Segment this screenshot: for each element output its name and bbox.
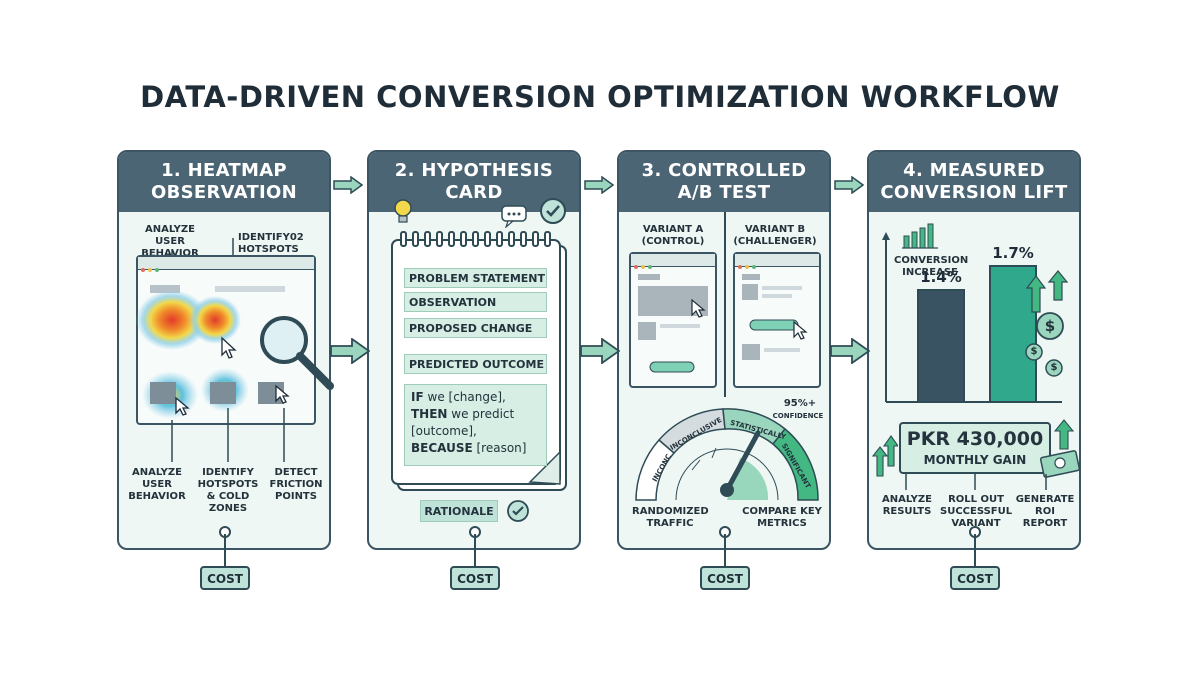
because-keyword: BECAUSE	[411, 441, 473, 455]
hypothesis-item-proposed-change: PROPOSED CHANGE	[404, 318, 547, 338]
identify-hotspots-top-label: IDENTIFY02 HOTSPOTS	[238, 232, 304, 255]
arrow-right-icon	[584, 176, 614, 194]
tag-string	[224, 534, 226, 566]
identify-hotspots-bottom-label: IDENTIFY HOTSPOTS & COLD ZONES	[197, 467, 259, 514]
monthly-gain-box: PKR 430,000 MONTHLY GAIN	[899, 422, 1051, 474]
arrow-right-icon	[330, 338, 370, 364]
randomized-traffic-label: RANDOMIZED TRAFFIC	[632, 506, 709, 529]
mini-bar-chart-icon	[902, 223, 938, 249]
rationale-check-icon	[507, 500, 529, 522]
cost-tag: COST	[700, 566, 750, 590]
if-keyword: IF	[411, 390, 424, 404]
then-keyword: THEN	[411, 407, 448, 421]
if-text: we [change],	[427, 390, 506, 404]
conversion-bar-2	[989, 265, 1037, 403]
analyze-results-label: ANALYZE RESULTS	[882, 494, 932, 517]
cost-tag: COST	[450, 566, 500, 590]
tag-string	[974, 534, 976, 566]
rationale-badge: RATIONALE	[420, 500, 498, 522]
then-text: we predict	[451, 407, 515, 421]
monthly-gain-label: MONTHLY GAIN	[923, 453, 1027, 467]
arrow-right-icon	[333, 176, 363, 194]
variant-a-label: VARIANT A (CONTROL)	[641, 224, 705, 247]
compare-key-metrics-label: COMPARE KEY METRICS	[742, 506, 822, 529]
lightbulb-icon	[394, 199, 412, 223]
confidence-value: 95%+	[783, 398, 817, 409]
gain-arrows-left-icon	[872, 435, 898, 477]
hypothesis-item-predicted-outcome: PREDICTED OUTCOME	[404, 354, 547, 374]
panel-title-line2: CARD	[445, 182, 503, 203]
ab-divider	[724, 212, 726, 397]
panel-title-line1: 4. MEASURED	[903, 160, 1045, 181]
rationale-label: RATIONALE	[424, 505, 494, 518]
panel-header: 3. CONTROLLED A/B TEST	[619, 152, 829, 212]
arrow-right-icon	[580, 338, 620, 364]
outcome-line: [outcome],	[411, 424, 477, 438]
conversion-increase-label: CONVERSION INCREASE	[894, 255, 969, 278]
panel-title-line1: 3. CONTROLLED	[641, 160, 807, 181]
panel-title-line2: OBSERVATION	[150, 182, 298, 203]
hypothesis-item-observation: OBSERVATION	[404, 292, 547, 312]
browser-toolbar	[138, 257, 314, 272]
because-text: [reason]	[476, 441, 527, 455]
hypothesis-item-problem-statement: PROBLEM STATEMENT	[404, 268, 547, 288]
panel-title-line2: A/B TEST	[677, 182, 771, 203]
coin-symbol-small-right: $	[1050, 362, 1058, 373]
speech-bubble-icon	[501, 205, 527, 228]
monthly-gain-amount: PKR 430,000	[906, 428, 1044, 450]
browser-toolbar	[735, 254, 819, 269]
tag-string	[724, 534, 726, 566]
page-title: DATA-DRIVEN CONVERSION OPTIMIZATION WORK…	[140, 80, 1060, 114]
hypothesis-statement-box: IF we [change], THEN we predict [outcome…	[404, 384, 547, 466]
conversion-bar-1	[917, 289, 965, 403]
cost-tag: COST	[200, 566, 250, 590]
conversion-bar-label-1: 1.4%	[920, 268, 962, 286]
roll-out-variant-label: ROLL OUT SUCCESSFUL VARIANT	[940, 494, 1013, 529]
coin-stack-icon	[1025, 312, 1064, 377]
variant-b-label: VARIANT B (CHALLENGER)	[733, 224, 817, 247]
panel-title-line1: 1. HEATMAP	[161, 160, 287, 181]
panel-title-line1: 2. HYPOTHESIS	[394, 160, 554, 181]
panel-header: 1. HEATMAP OBSERVATION	[119, 152, 329, 212]
arrow-right-icon	[834, 176, 864, 194]
growth-arrows-icon	[1026, 270, 1069, 313]
confidence-label: CONFIDENCE	[772, 412, 824, 420]
tag-string	[474, 534, 476, 566]
then-line: THEN we predict	[411, 406, 540, 423]
coin-symbol-large: $	[1044, 317, 1056, 335]
browser-toolbar	[631, 254, 715, 269]
cost-tag: COST	[950, 566, 1000, 590]
analyze-user-behavior-top-label: ANALYZE USER BEHAVIOR	[141, 224, 199, 259]
panel-header: 4. MEASURED CONVERSION LIFT	[869, 152, 1079, 212]
gain-arrow-right-icon	[1054, 419, 1074, 450]
arrow-right-icon	[830, 338, 870, 364]
check-circle-icon	[540, 198, 566, 224]
if-line: IF we [change],	[411, 389, 540, 406]
analyze-user-behavior-bottom-label: ANALYZE USER BEHAVIOR	[128, 467, 186, 502]
because-line: BECAUSE [reason]	[411, 440, 540, 457]
cash-icon	[1040, 450, 1081, 478]
panel-title-line2: CONVERSION LIFT	[880, 182, 1068, 203]
coin-symbol-small-left: $	[1030, 346, 1038, 357]
detect-friction-points-label: DETECT FRICTION POINTS	[269, 467, 323, 502]
variant-a-browser	[629, 252, 717, 388]
conversion-bar-label-2: 1.7%	[992, 244, 1034, 262]
generate-roi-report-label: GENERATE ROI REPORT	[1015, 494, 1075, 529]
